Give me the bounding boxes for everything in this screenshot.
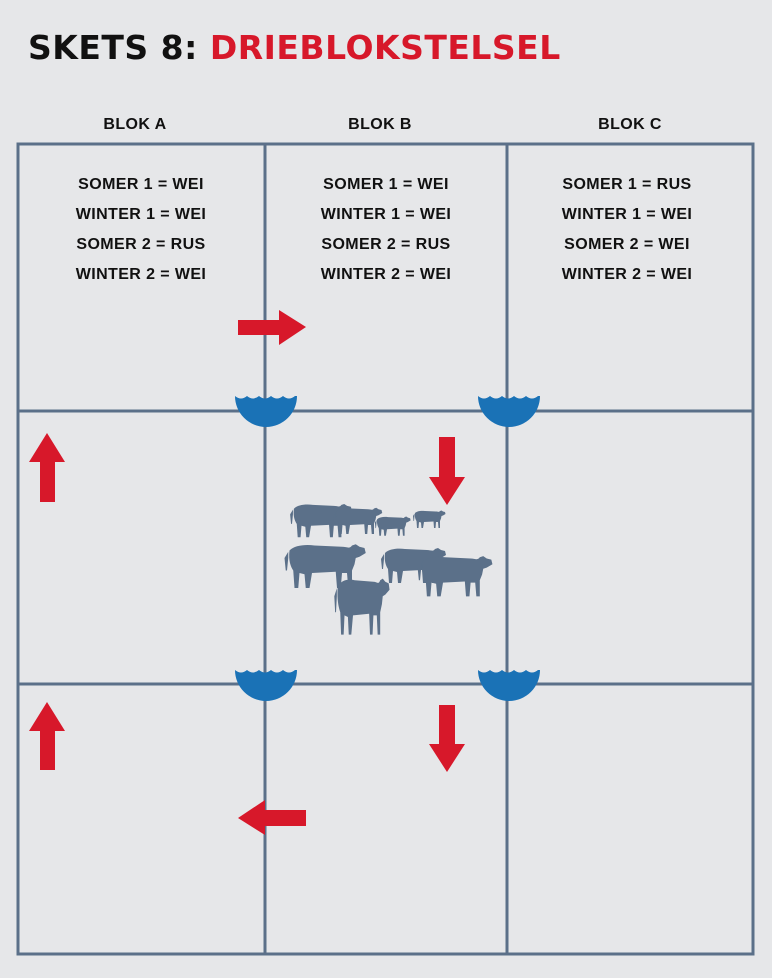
rule-winter-1: WINTER 1 = WEI <box>561 206 693 223</box>
water-trough-icon <box>478 670 540 701</box>
block-b-rules: SOMER 1 = WEI WINTER 1 = WEI SOMER 2 = R… <box>276 170 496 290</box>
rule-somer-2: SOMER 2 = WEI <box>564 236 690 253</box>
rule-winter-1: WINTER 1 = WEI <box>320 206 452 223</box>
rule-somer-1: SOMER 1 = WEI <box>78 176 204 193</box>
grid-border <box>16 142 755 956</box>
rule-somer-2: SOMER 2 = RUS <box>321 236 451 253</box>
title-prefix: SKETS 8: <box>28 28 198 67</box>
rule-winter-2: WINTER 2 = WEI <box>75 266 207 283</box>
block-a-label: BLOK A <box>103 116 167 133</box>
rule-winter-2: WINTER 2 = WEI <box>561 266 693 283</box>
rule-winter-2: WINTER 2 = WEI <box>320 266 452 283</box>
rule-somer-1: SOMER 1 = WEI <box>323 176 449 193</box>
block-c-rules: SOMER 1 = RUS WINTER 1 = WEI SOMER 2 = W… <box>517 170 737 290</box>
arrow-left-icon <box>238 800 306 835</box>
arrow-down-icon <box>429 705 465 772</box>
block-a-rules: SOMER 1 = WEI WINTER 1 = WEI SOMER 2 = R… <box>31 170 251 290</box>
cattle-herd-icon <box>284 503 493 635</box>
block-c-label: BLOK C <box>598 116 662 133</box>
water-trough-icon <box>235 670 297 701</box>
rule-winter-1: WINTER 1 = WEI <box>75 206 207 223</box>
arrow-up-icon <box>29 433 65 502</box>
water-trough-icon <box>235 396 297 427</box>
arrow-right-icon <box>238 310 306 345</box>
water-trough-icon <box>478 396 540 427</box>
title-main: DRIEBLOKSTELSEL <box>209 28 561 67</box>
rule-somer-1: SOMER 1 = RUS <box>562 176 692 193</box>
diagram-title: SKETS 8: DRIEBLOKSTELSEL <box>28 28 561 67</box>
rule-somer-2: SOMER 2 = RUS <box>76 236 206 253</box>
arrow-down-icon <box>429 437 465 505</box>
arrow-up-icon <box>29 702 65 770</box>
block-b-label: BLOK B <box>348 116 412 133</box>
